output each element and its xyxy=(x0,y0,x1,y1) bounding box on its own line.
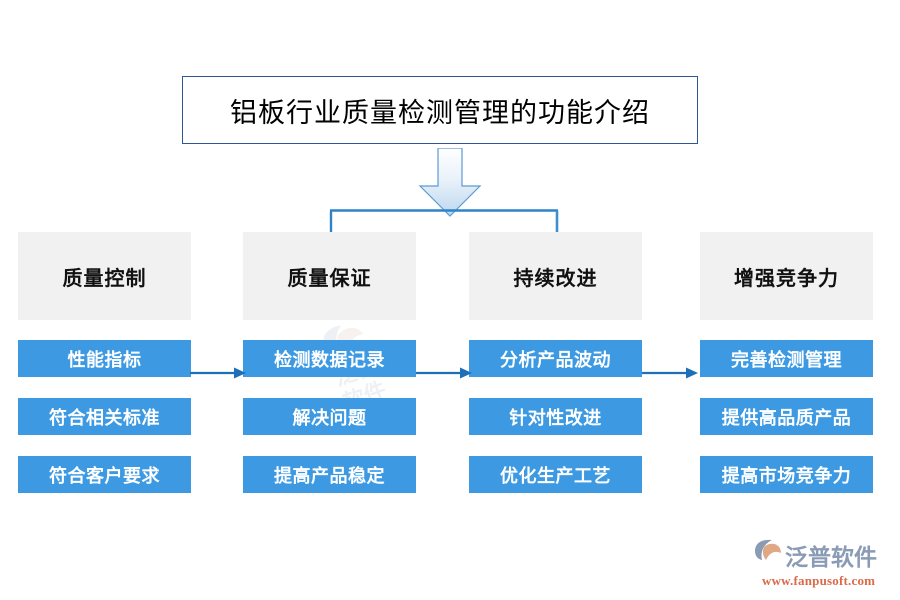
item-box[interactable]: 符合相关标准 xyxy=(18,398,191,435)
down-arrow-icon xyxy=(417,147,483,218)
item-box[interactable]: 解决问题 xyxy=(243,398,416,435)
item-label: 提高产品稳定 xyxy=(274,465,385,486)
item-box[interactable]: 提高市场竞争力 xyxy=(700,456,873,493)
column-header-label: 增强竞争力 xyxy=(734,267,839,290)
chart-title-box: 铝板行业质量检测管理的功能介绍 xyxy=(182,76,698,144)
item-label: 性能指标 xyxy=(67,349,142,370)
column-header-label: 质量控制 xyxy=(62,267,147,290)
item-box[interactable]: 针对性改进 xyxy=(469,398,642,435)
column-header: 增强竞争力 xyxy=(700,232,873,320)
right-arrow-icon xyxy=(190,363,246,383)
column-header-label: 持续改进 xyxy=(513,267,598,290)
column-quality-control: 质量控制 性能指标 符合相关标准 符合客户要求 xyxy=(18,232,191,493)
item-box[interactable]: 分析产品波动 xyxy=(469,340,642,377)
column-header: 持续改进 xyxy=(469,232,642,320)
logo-name: 泛普软件 xyxy=(785,545,877,570)
item-label: 针对性改进 xyxy=(509,407,602,428)
item-label: 提高市场竞争力 xyxy=(721,465,852,486)
column-header: 质量保证 xyxy=(243,232,416,320)
item-box[interactable]: 优化生产工艺 xyxy=(469,456,642,493)
page-title: 铝板行业质量检测管理的功能介绍 xyxy=(230,97,650,128)
item-box[interactable]: 提供高品质产品 xyxy=(700,398,873,435)
fanpu-logo[interactable]: 泛普软件 www.fanpusoft.com xyxy=(752,538,892,590)
item-label: 分析产品波动 xyxy=(500,349,611,370)
fanpu-logo-mark-icon xyxy=(752,539,782,572)
item-label: 优化生产工艺 xyxy=(500,465,611,486)
column-header-label: 质量保证 xyxy=(287,267,372,290)
column-header: 质量控制 xyxy=(18,232,191,320)
item-box[interactable]: 符合客户要求 xyxy=(18,456,191,493)
item-label: 符合客户要求 xyxy=(49,465,160,486)
right-arrow-icon xyxy=(642,363,698,383)
right-arrow-icon xyxy=(416,363,472,383)
column-quality-assurance: 质量保证 检测数据记录 解决问题 提高产品稳定 xyxy=(243,232,416,493)
item-label: 检测数据记录 xyxy=(274,349,385,370)
item-label: 解决问题 xyxy=(292,407,367,428)
item-box[interactable]: 提高产品稳定 xyxy=(243,456,416,493)
item-box[interactable]: 完善检测管理 xyxy=(700,340,873,377)
logo-row: 泛普软件 xyxy=(752,538,892,572)
item-label: 完善检测管理 xyxy=(731,349,842,370)
item-label: 提供高品质产品 xyxy=(721,407,852,428)
column-competitiveness: 增强竞争力 完善检测管理 提供高品质产品 提高市场竞争力 xyxy=(700,232,873,493)
logo-url: www.fanpusoft.com xyxy=(762,573,876,588)
item-box[interactable]: 性能指标 xyxy=(18,340,191,377)
item-label: 符合相关标准 xyxy=(49,407,160,428)
column-continuous-improvement: 持续改进 分析产品波动 针对性改进 优化生产工艺 xyxy=(469,232,642,493)
item-box[interactable]: 检测数据记录 xyxy=(243,340,416,377)
